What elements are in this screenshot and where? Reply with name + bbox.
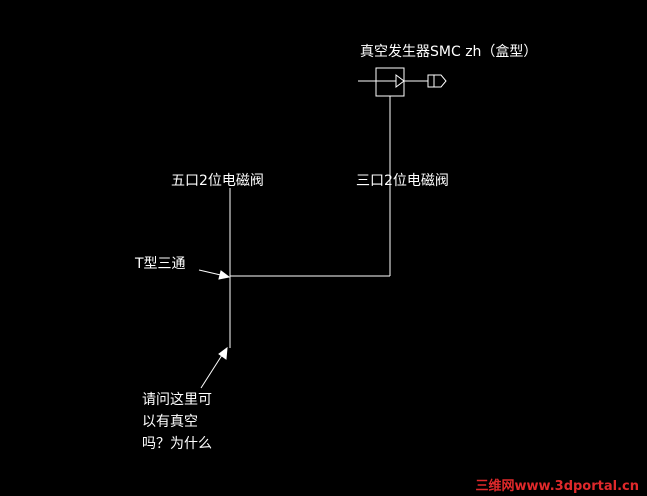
vacuum-generator-symbol — [358, 67, 447, 97]
vacuum-generator-nozzle-arrow — [395, 74, 405, 88]
question-line-3: 吗？为什么 — [142, 436, 212, 452]
piping — [229, 96, 391, 348]
vacuum-generator-label: 真空发生器SMC zh（盒型） — [360, 43, 537, 60]
leader-arrows — [198, 269, 231, 389]
three-port-valve-label: 三口2位电磁阀 — [356, 173, 449, 189]
question-line-1: 请问这里可 — [142, 391, 212, 408]
watermark: 三维网www.3dportal.cn — [476, 478, 639, 494]
question-leader-line — [200, 351, 225, 389]
question-line-2: 以有真空 — [142, 414, 198, 430]
vacuum-generator-body — [375, 67, 405, 97]
five-port-valve-label: 五口2位电磁阀 — [171, 173, 264, 189]
tee-label: T型三通 — [134, 256, 186, 272]
tee-leader-arrowhead — [218, 270, 231, 280]
silencer-icon — [427, 74, 447, 88]
question-leader-arrowhead — [218, 346, 228, 360]
